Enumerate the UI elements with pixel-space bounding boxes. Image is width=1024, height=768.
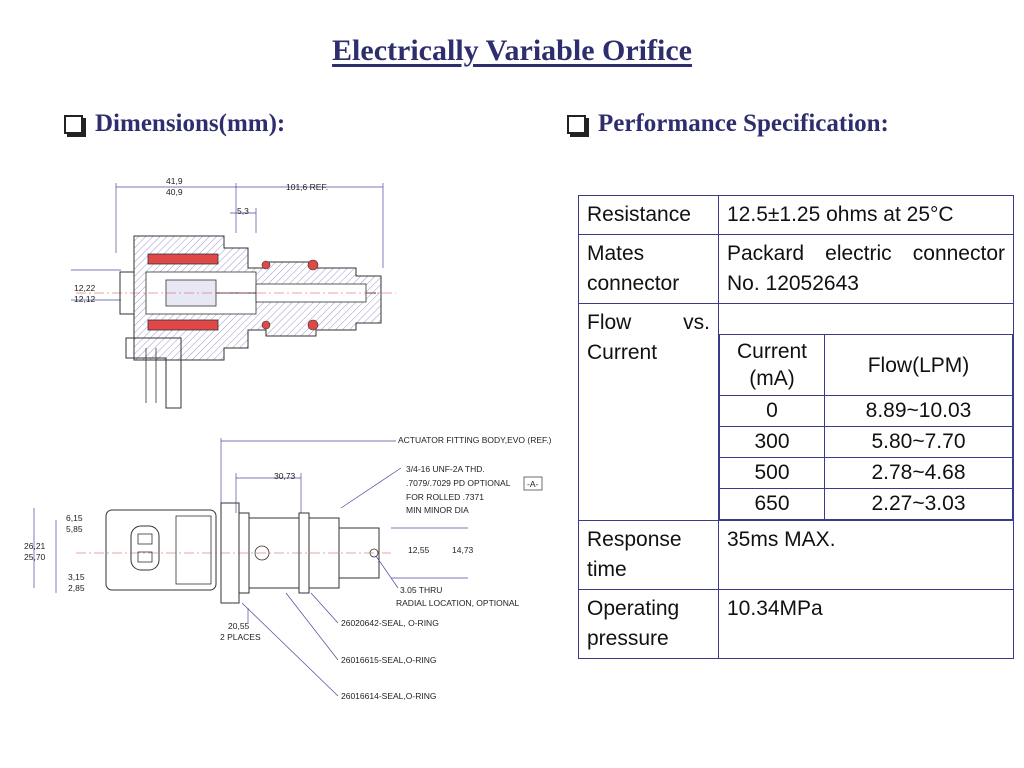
spec-label-line: Flow vs. [587, 311, 710, 334]
thread-spec-3: FOR ROLLED .7371 [406, 492, 484, 502]
flow-table-row: 300 5.80~7.70 [719, 426, 1013, 458]
checkbox-bullet-icon [567, 114, 586, 134]
technical-drawing: 41,9 40,9 101,6 REF. 5,3 12,22 12,12 ACT… [24, 176, 552, 701]
spec-label-line: Operating [587, 597, 680, 620]
thru-hole-2: RADIAL LOCATION, OPTIONAL [396, 598, 520, 608]
flow-current: 300 [719, 426, 825, 458]
datum-a: -A- [527, 479, 539, 489]
spec-label-line: Response [587, 528, 682, 551]
spec-label-line: pressure [587, 627, 669, 650]
dia-20-55: 20,55 [228, 621, 250, 631]
dim-5-85: 5,85 [66, 524, 83, 534]
flow-table-row: 0 8.89~10.03 [719, 395, 1013, 427]
performance-heading-text: Performance Specification: [598, 110, 889, 137]
flow-value: 8.89~10.03 [824, 395, 1013, 427]
dimensions-heading-text: Dimensions(mm): [95, 110, 286, 137]
dim-3-15: 3,15 [68, 572, 85, 582]
spec-value-line: Packard electric connector [727, 242, 1005, 265]
dim-25-70: 25,70 [24, 552, 46, 562]
actuator-fitting-label: ACTUATOR FITTING BODY,EVO (REF.) [398, 435, 552, 445]
spec-label-line: connector [587, 272, 680, 295]
flow-value: 2.27~3.03 [824, 488, 1013, 520]
flow-current: 650 [719, 488, 825, 520]
flow-table-header: Current (mA) Flow(LPM) [719, 334, 1013, 396]
flow-table-row: 650 2.27~3.03 [719, 488, 1013, 520]
spec-label-line: time [587, 558, 627, 581]
flow-table: Current (mA) Flow(LPM) 0 8.89~10.03 300 … [719, 334, 1013, 520]
seal-26020642: 26020642-SEAL, O-RING [341, 618, 439, 628]
performance-spec-table: Resistance 12.5±1.25 ohms at 25°C Mates … [578, 195, 1014, 659]
dim-41-9: 41,9 [166, 176, 183, 186]
spec-value: 10.34MPa [718, 589, 1014, 659]
spec-label-line: Mates [587, 242, 645, 265]
cross-section-view: 41,9 40,9 101,6 REF. 5,3 12,22 12,12 [71, 176, 396, 409]
spec-label: Flow vs. Current [578, 303, 719, 521]
spec-label: Mates connector [578, 234, 719, 304]
spec-value-line: No. 12052643 [727, 272, 859, 295]
spec-row-response-time: Response time 35ms MAX. [578, 520, 1014, 590]
two-places: 2 PLACES [220, 632, 261, 642]
thru-hole-1: 3.05 THRU [400, 585, 442, 595]
flow-table-cell: Current (mA) Flow(LPM) 0 8.89~10.03 300 … [718, 303, 1014, 521]
spec-value: Packard electric connector No. 12052643 [718, 234, 1014, 304]
dim-12-12: 12,12 [74, 294, 96, 304]
spec-label-line: Current [587, 341, 658, 364]
dim-26-21: 26,21 [24, 541, 46, 551]
dim-6-15: 6,15 [66, 513, 83, 523]
spec-value: 35ms MAX. [718, 520, 1014, 590]
dim-12-22: 12,22 [74, 283, 96, 293]
flow-header-current: Current (mA) [719, 334, 825, 396]
spec-row-flow-vs-current: Flow vs. Current Current (mA) Flow(LPM) … [578, 303, 1014, 521]
flow-current: 500 [719, 457, 825, 489]
seal-26016615: 26016615-SEAL,O-RING [341, 655, 436, 665]
spec-row-resistance: Resistance 12.5±1.25 ohms at 25°C [578, 195, 1014, 235]
dia-14-73: 14,73 [452, 545, 474, 555]
page-title: Electrically Variable Orifice [332, 34, 692, 67]
flow-table-row: 500 2.78~4.68 [719, 457, 1013, 489]
thread-spec-1: 3/4-16 UNF-2A THD. [406, 464, 485, 474]
spec-label: Response time [578, 520, 719, 590]
spec-label: Resistance [578, 195, 719, 235]
dim-5-3: 5,3 [237, 206, 249, 216]
dim-30-73: 30,73 [274, 471, 296, 481]
spec-value: 12.5±1.25 ohms at 25°C [718, 195, 1014, 235]
dim-2-85: 2,85 [68, 583, 85, 593]
thread-spec-4: MIN MINOR DIA [406, 505, 469, 515]
spec-row-operating-pressure: Operating pressure 10.34MPa [578, 589, 1014, 659]
side-view: ACTUATOR FITTING BODY,EVO (REF.) 30,73 3… [24, 435, 552, 701]
dia-12-55: 12,55 [408, 545, 430, 555]
spec-row-mates-connector: Mates connector Packard electric connect… [578, 234, 1014, 304]
dim-101-6-ref: 101,6 REF. [286, 182, 328, 192]
flow-header-flow: Flow(LPM) [824, 334, 1013, 396]
flow-value: 5.80~7.70 [824, 426, 1013, 458]
dimensions-heading: Dimensions(mm): [64, 110, 285, 138]
thread-spec-2: .7079/.7029 PD OPTIONAL [406, 478, 511, 488]
seal-26016614: 26016614-SEAL,O-RING [341, 691, 436, 701]
flow-current: 0 [719, 395, 825, 427]
performance-heading: Performance Specification: [567, 110, 889, 138]
flow-value: 2.78~4.68 [824, 457, 1013, 489]
spec-label: Operating pressure [578, 589, 719, 659]
dim-40-9: 40,9 [166, 187, 183, 197]
checkbox-bullet-icon [64, 114, 83, 134]
